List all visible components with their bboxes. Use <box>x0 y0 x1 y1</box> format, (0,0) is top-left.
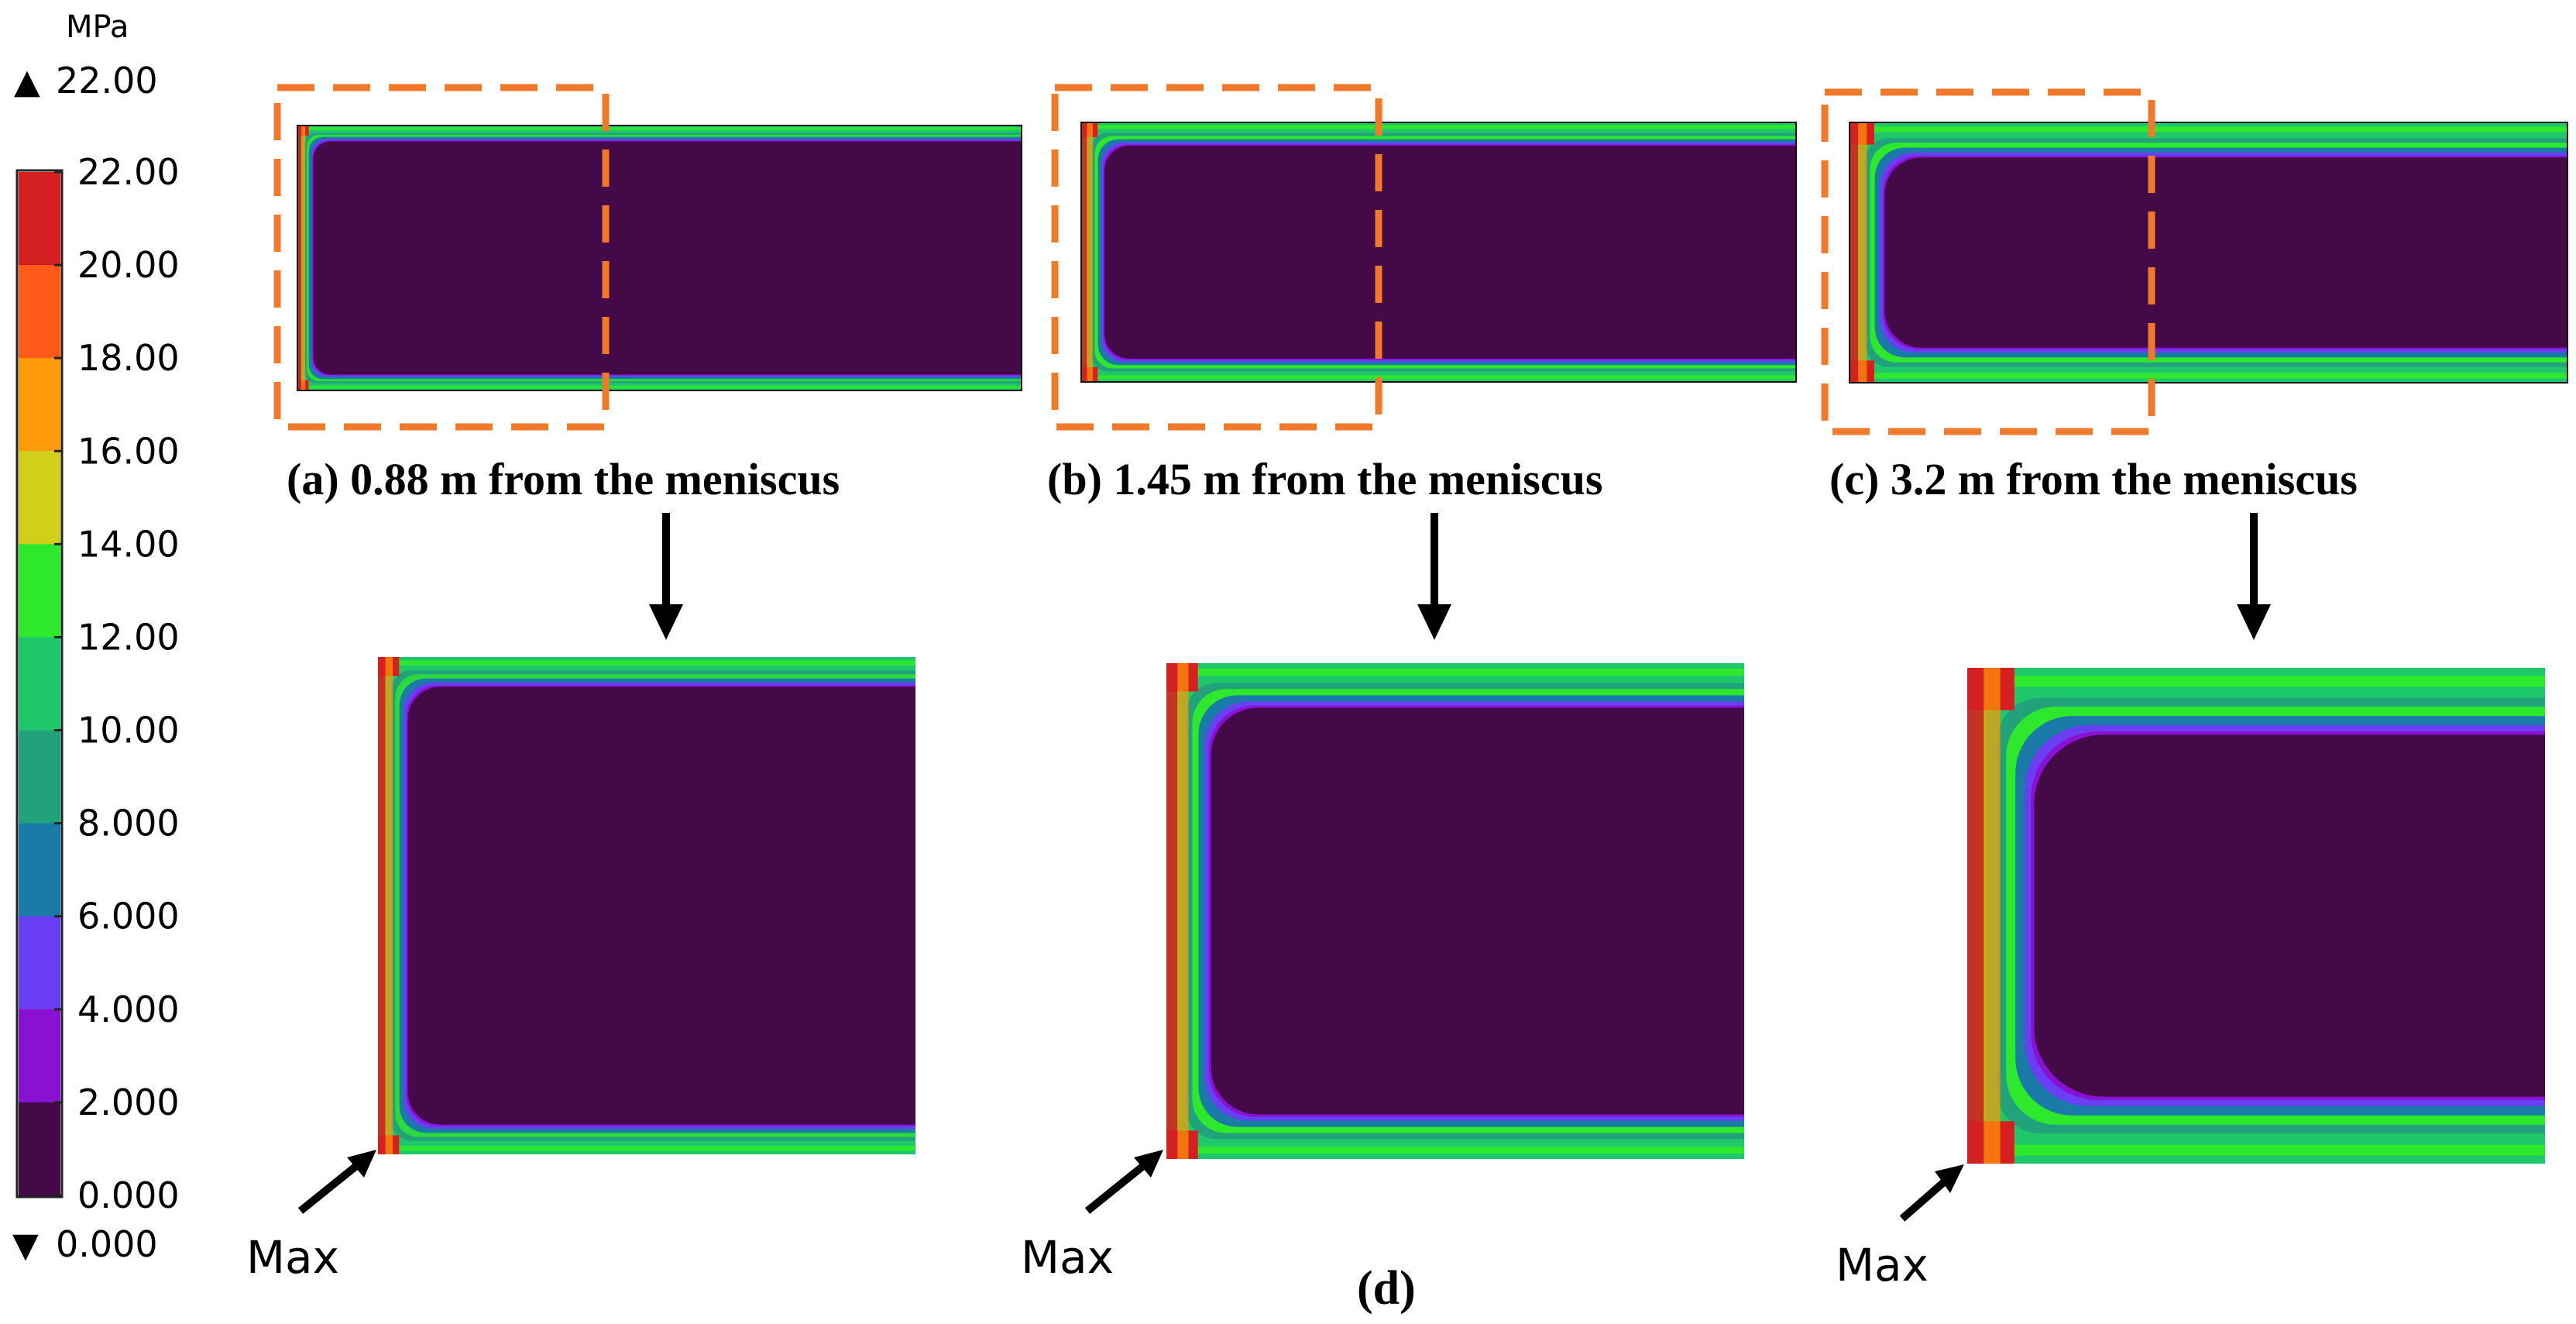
legend-swatch <box>19 265 60 359</box>
legend-tick-label: 12.00 <box>77 616 180 658</box>
legend-unit: MPa <box>66 9 129 45</box>
stress-contour-strip-b <box>1080 122 1797 383</box>
edge-band <box>385 657 393 1154</box>
contour-band <box>1211 707 1744 1115</box>
caption-panel-d: (d) <box>1357 1262 1416 1315</box>
down-arrow-c-icon <box>2237 513 2271 640</box>
zoomed-contour-b <box>1166 663 1744 1159</box>
legend-swatch <box>19 1009 60 1103</box>
max-arrow-b-icon <box>1084 1157 1154 1214</box>
down-arrow-a-icon <box>649 513 683 640</box>
edge-band <box>301 126 306 390</box>
legend-swatch <box>19 358 60 452</box>
max-label-a: Max <box>246 1231 339 1284</box>
contour-band <box>1104 146 1796 359</box>
legend-swatch <box>19 730 60 824</box>
edge-band <box>1087 122 1093 382</box>
zoomed-contour-c <box>1967 668 2545 1164</box>
legend-swatch <box>19 1102 60 1196</box>
edge-band <box>297 126 302 390</box>
caption-panel-b: (b) 1.45 m from the meniscus <box>1047 454 1602 504</box>
legend-tick-label: 8.000 <box>77 803 180 844</box>
legend-tick-labels: 22.00 20.00 18.00 16.00 14.00 12.00 10.00 8.000… <box>54 151 180 1216</box>
max-pointer-b: Max <box>1021 1150 1163 1284</box>
contour-band <box>2034 734 2545 1097</box>
contour-band <box>1884 157 2567 348</box>
edge-band <box>378 657 386 1154</box>
caption-panel-c: (c) 3.2 m from the meniscus <box>1829 454 2358 504</box>
legend-max-value: 22.00 <box>56 60 158 101</box>
legend-tick-label: 10.00 <box>77 710 180 751</box>
legend-swatch <box>19 823 60 917</box>
edge-band <box>1081 122 1087 382</box>
strip-outline <box>1849 122 2568 383</box>
legend-swatches <box>19 172 60 1196</box>
colorbar-legend: MPa ▲ 22.00 22.00 20.00 18.00 16.00 14.00 12.… <box>12 9 180 1265</box>
legend-tick-label: 18.00 <box>77 337 180 379</box>
legend-swatch <box>19 544 60 638</box>
contour-band <box>313 141 1022 375</box>
max-label-b: Max <box>1021 1231 1114 1284</box>
panel-a-strip <box>273 84 1022 431</box>
zoomed-contour-a <box>378 657 915 1154</box>
legend-swatch <box>19 451 60 545</box>
panel-c-strip <box>1821 88 2568 435</box>
legend-tick-label: 0.000 <box>77 1174 180 1216</box>
legend-tick-label: 20.00 <box>77 244 180 286</box>
max-pointer-a: Max <box>246 1150 376 1284</box>
max-arrow-a-icon <box>297 1157 367 1214</box>
legend-swatch <box>19 172 60 267</box>
caption-panel-a: (a) 0.88 m from the meniscus <box>287 454 840 504</box>
stress-contour-strip-a <box>297 125 1022 391</box>
legend-tick-label: 22.00 <box>77 151 180 193</box>
edge-band <box>1967 668 1984 1164</box>
legend-swatch <box>19 637 60 731</box>
legend-tick-label: 2.000 <box>77 1082 180 1123</box>
legend-min-value: 0.000 <box>56 1223 158 1265</box>
legend-frame <box>15 169 64 1198</box>
contour-band <box>407 686 915 1125</box>
legend-swatch <box>19 916 60 1010</box>
edge-band <box>1858 122 1867 383</box>
edge-band <box>1984 668 2001 1164</box>
strip-outline <box>297 125 1022 391</box>
legend-tick-label: 14.00 <box>77 523 180 565</box>
max-pointer-c: Max <box>1836 1164 1964 1291</box>
legend-tick-label: 4.000 <box>77 989 180 1030</box>
down-arrow-b-icon <box>1417 513 1451 640</box>
stress-contour-strip-c <box>1849 122 2568 383</box>
edge-band <box>1177 663 1189 1159</box>
strip-outline <box>1080 122 1797 383</box>
legend-max-marker-icon: ▲ <box>14 62 40 101</box>
panel-b-strip <box>1051 84 1797 431</box>
legend-min-marker-icon: ▼ <box>12 1226 39 1265</box>
legend-tick-label: 6.000 <box>77 896 180 937</box>
edge-band <box>1166 663 1178 1159</box>
edge-band <box>1850 122 1859 383</box>
legend-tick-label: 16.00 <box>77 430 180 472</box>
max-label-c: Max <box>1836 1239 1929 1291</box>
